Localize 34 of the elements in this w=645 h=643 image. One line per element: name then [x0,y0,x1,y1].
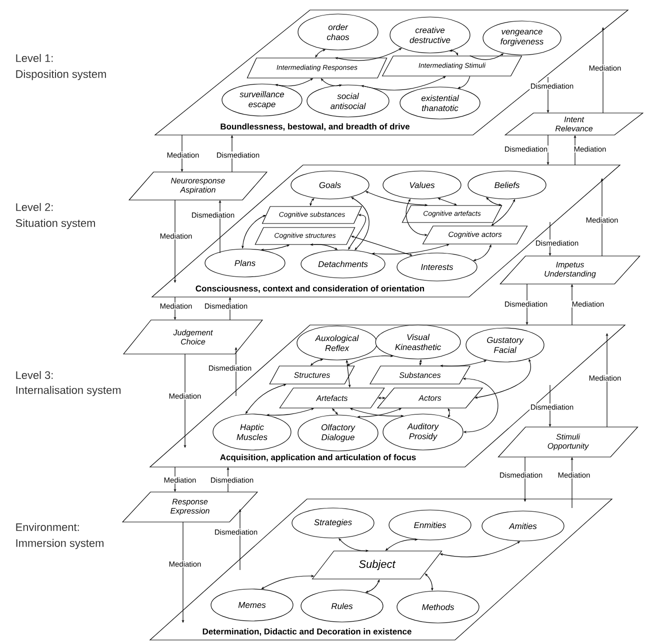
arrow [458,76,470,89]
ellipse-node: Olfactory Dialogue [298,414,378,452]
ellipse-node: Auxological Reflex [296,326,378,360]
level-label: Level 3: [16,370,53,380]
level-label: Situation system [16,218,95,230]
ellipse-node: Enmities [388,510,472,540]
ellipse-node: Gustatory Facial [466,328,544,362]
ellipse-node: existential thanatotic [400,86,480,120]
ellipse-node: Plans [204,248,286,278]
ellipse-node: Goals [290,170,370,200]
ellipse-node: Strategies [292,508,374,538]
ellipse-node: vengeance forgiveness [482,20,562,56]
ellipse-node: Values [382,170,462,200]
ellipse-node: Methods [396,590,480,624]
ellipse-node: creative destructive [390,16,470,54]
level-label: Immersion system [16,538,104,550]
ellipse-node: Beliefs [468,170,546,200]
ellipse-node: Amities [482,510,564,542]
ellipse-node: social antisocial [306,84,390,118]
ellipse-node: Auditory Prosidy [382,414,464,450]
ellipse-node: Detachments [300,250,386,278]
ellipse-node: surveillance escape [222,84,302,116]
ellipse-node: Rules [300,590,384,622]
ellipse-node: Visual Kineasthetic [375,324,461,360]
level-label: Disposition system [16,70,106,80]
level-label: Internalisation system [16,386,121,396]
ellipse-node: Interests [396,252,478,282]
ellipse-node: order chaos [298,14,378,50]
ellipse-node: Haptic Muscles [212,414,292,450]
ellipse-node: Memes [210,588,294,622]
level-label: Level 2: [16,202,53,212]
level-label: Level 1: [16,54,53,62]
level-label: Environment: [16,522,79,532]
arrow [491,199,516,226]
